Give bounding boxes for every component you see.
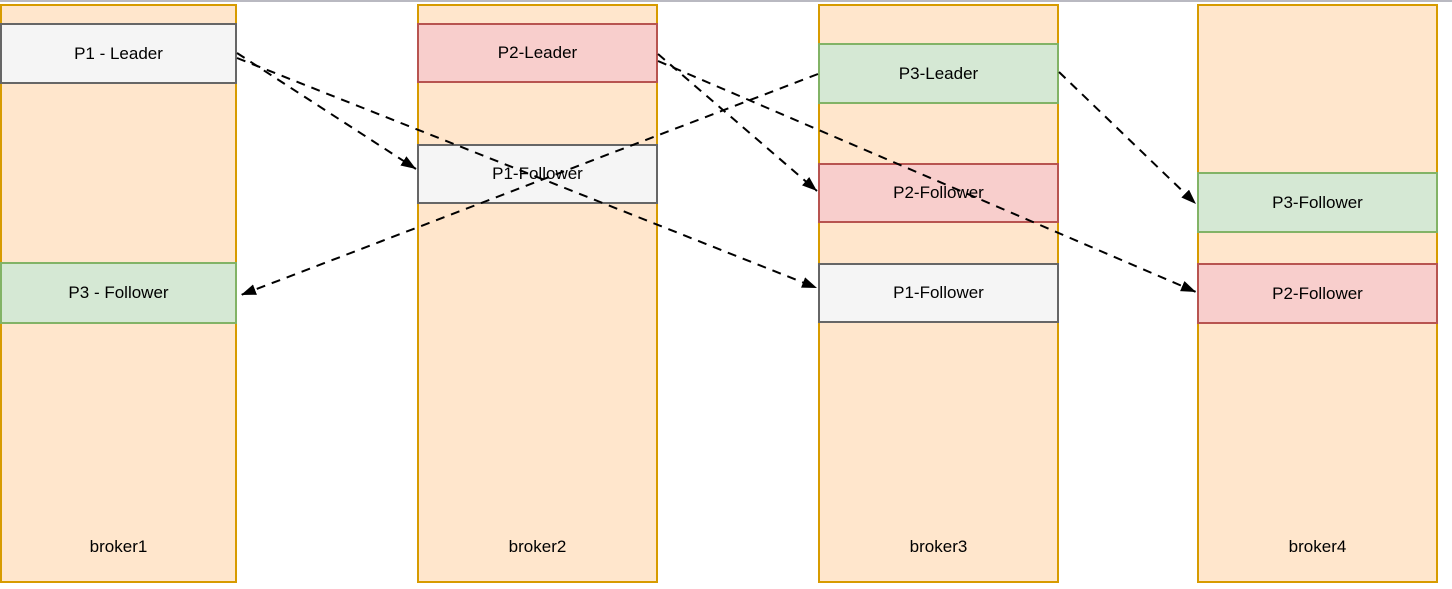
arrow-p2-leader-broker2-to-p2-follower-broker3 (657, 53, 818, 192)
broker1-column: P1 - Leader P3 - Follower broker1 (0, 4, 237, 583)
partition-p2-leader-broker2: P2-Leader (417, 23, 658, 83)
partition-label: P2-Leader (497, 43, 578, 62)
window-top-edge (0, 0, 1452, 2)
broker2-label: broker2 (508, 537, 567, 556)
broker3-column: P3-Leader P2-Follower P1-Follower broker… (818, 4, 1059, 583)
partition-label: P2-Follower (893, 183, 984, 202)
partition-p2-follower-broker3: P2-Follower (818, 163, 1059, 223)
partition-p3-leader-broker3: P3-Leader (818, 43, 1059, 104)
arrow-p3-leader-broker3-to-p3-follower-broker4 (1058, 71, 1197, 205)
partition-label: P1 - Leader (74, 43, 163, 63)
partition-label: P1-Follower (492, 164, 583, 183)
partition-label: P3-Follower (1272, 192, 1363, 212)
partition-p3-follower-broker1: P3 - Follower (0, 262, 237, 324)
partition-label: P3 - Follower (68, 283, 169, 302)
partition-label: P1-Follower (893, 283, 984, 302)
partition-p1-leader-broker1: P1 - Leader (0, 23, 237, 84)
broker2-column: P2-Leader P1-Follower broker2 (417, 4, 658, 583)
broker1-label: broker1 (89, 537, 148, 556)
broker4-column: P3-Follower P2-Follower broker4 (1197, 4, 1438, 583)
partition-p2-follower-broker4: P2-Follower (1197, 263, 1438, 324)
partition-p1-follower-broker2: P1-Follower (417, 144, 658, 204)
partition-p3-follower-broker4: P3-Follower (1197, 172, 1438, 233)
partition-label: P2-Follower (1272, 283, 1363, 303)
arrow-p1-leader-broker1-to-p1-follower-broker2 (236, 52, 417, 170)
broker3-label: broker3 (909, 537, 968, 556)
partition-p1-follower-broker3: P1-Follower (818, 263, 1059, 323)
partition-label: P3-Leader (898, 63, 979, 83)
broker4-label: broker4 (1288, 537, 1347, 556)
